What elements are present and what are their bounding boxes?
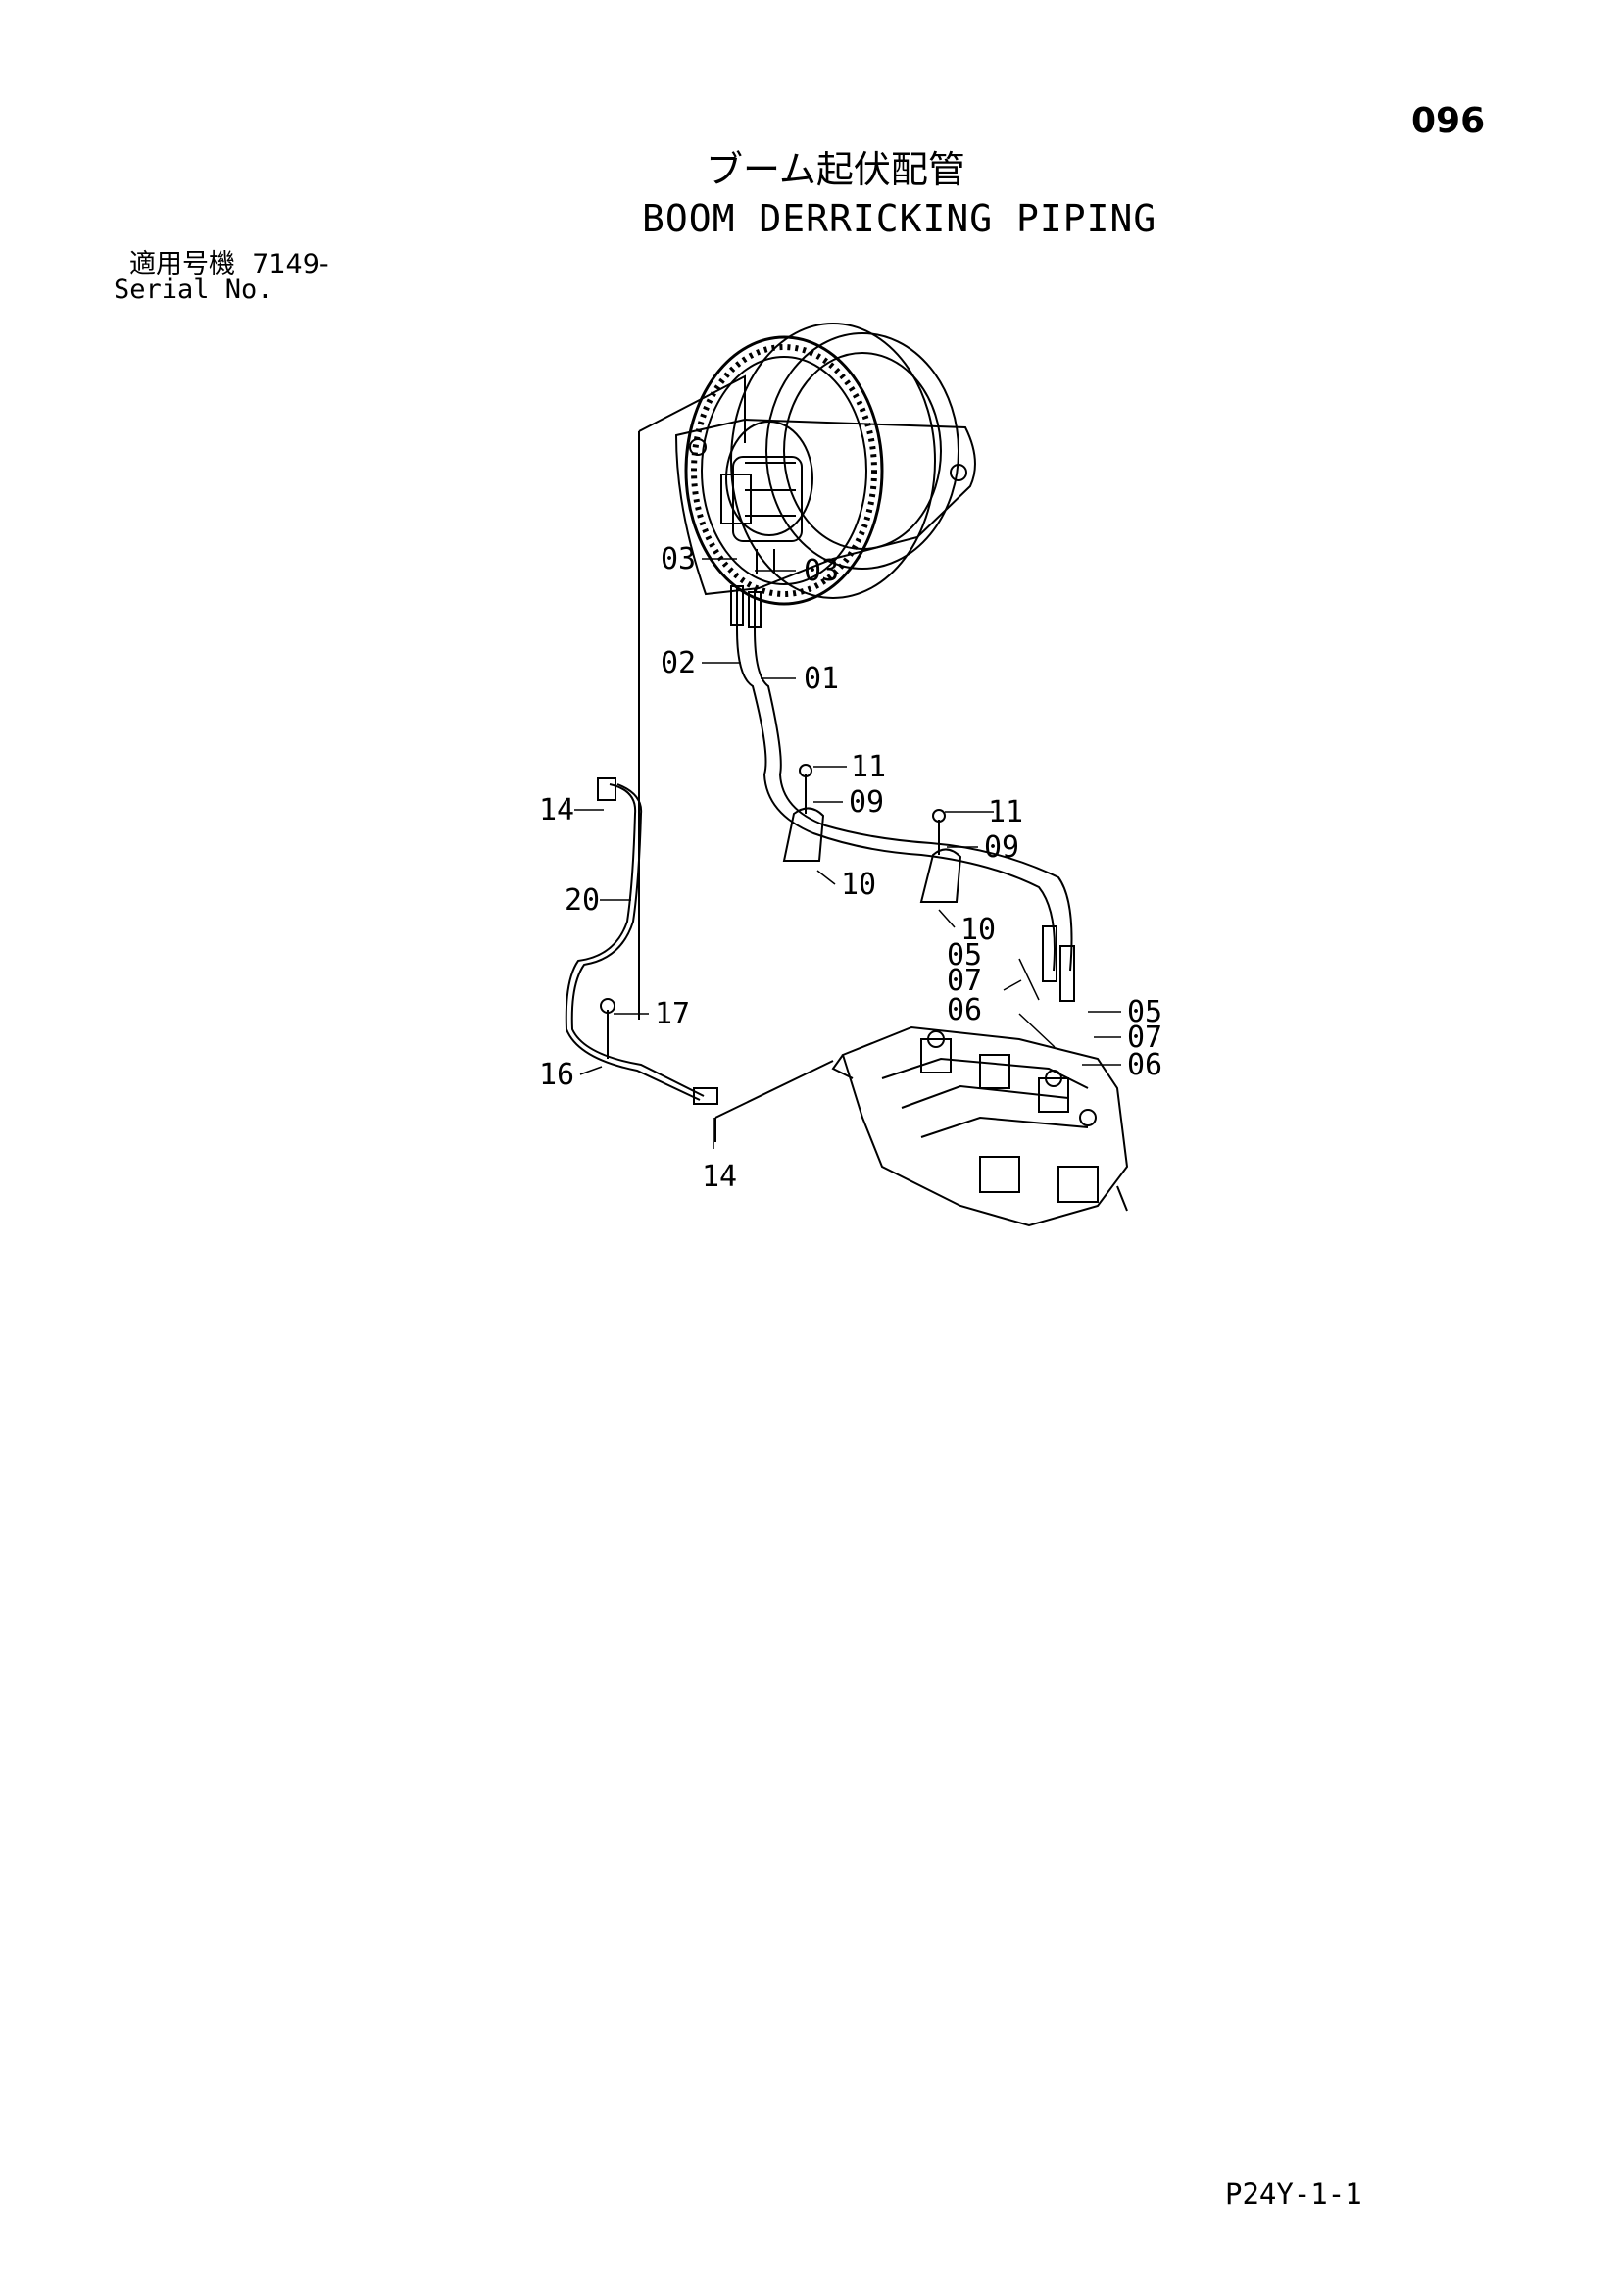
leader-lines	[574, 558, 1121, 1149]
callout-01: 01	[804, 662, 839, 696]
title-japanese: ブーム起伏配管	[706, 148, 965, 191]
callout-03-right: 03	[804, 554, 839, 588]
callout-09-lower: 09	[984, 830, 1019, 865]
callout-20: 20	[565, 883, 600, 918]
callout-14-upper: 14	[539, 793, 574, 827]
title-english: BOOM DERRICKING PIPING	[642, 197, 1157, 240]
serial-label-english: Serial No.	[114, 275, 273, 305]
callout-14-lower: 14	[702, 1160, 737, 1194]
winch-drum-assembly	[638, 323, 976, 1020]
hose-pair-01-02	[730, 585, 1075, 1002]
drawing-code: P24Y-1-1	[1225, 2177, 1362, 2211]
callout-09-upper: 09	[849, 785, 884, 820]
callout-07-right: 07	[1127, 1021, 1162, 1055]
callout-11-upper: 11	[851, 750, 886, 784]
callout-labels: 03 03 02 01 11 14 09 11 09 20 10 10 05 0…	[539, 542, 1162, 1194]
callout-17: 17	[655, 997, 690, 1031]
callout-03-left: 03	[661, 542, 696, 576]
serial-label-jp-text: 適用号機	[129, 249, 235, 279]
callout-16: 16	[539, 1058, 574, 1092]
callout-05-right: 05	[1127, 995, 1162, 1029]
callout-02: 02	[661, 646, 696, 680]
callout-06-right: 06	[1127, 1048, 1162, 1082]
callout-10-lower: 10	[960, 913, 996, 947]
callout-07-left: 07	[947, 964, 982, 998]
control-valve-block	[714, 1025, 1129, 1227]
serial-label-japanese: 適用号機 7149-	[129, 251, 329, 277]
hose-clamps	[782, 764, 962, 903]
callout-05-left: 05	[947, 938, 982, 973]
callout-10-upper: 10	[841, 868, 876, 902]
serial-value: 7149-	[252, 249, 329, 279]
callout-06-left: 06	[947, 993, 982, 1027]
page-number: 096	[1411, 101, 1486, 141]
callout-11-lower: 11	[988, 795, 1023, 829]
pilot-hose-20	[565, 777, 718, 1105]
